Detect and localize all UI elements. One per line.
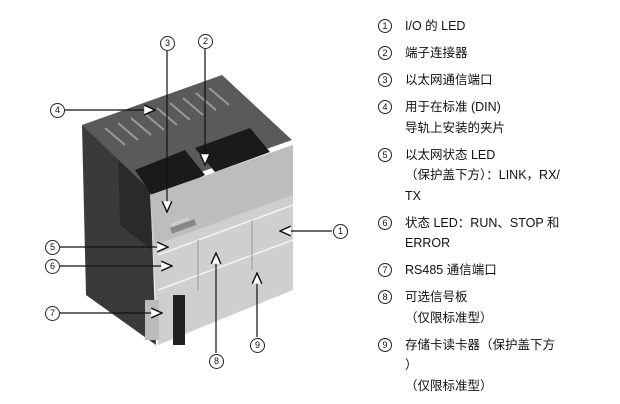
legend-number: 3 — [378, 73, 392, 87]
legend-text: 状态 LED：RUN、STOP 和 — [405, 215, 560, 230]
legend-text: 导轨上安装的夹片 — [405, 120, 506, 135]
plc-device-illustration: SIEMENS — [60, 49, 332, 353]
legend-item: 6 状态 LED：RUN、STOP 和 ERROR — [378, 213, 618, 254]
callout-2: 2 — [198, 34, 213, 49]
legend-text: 端子连接器 — [405, 46, 468, 60]
legend-item: 9 存储卡读卡器（保护盖下方 ） （仅限标准型） — [378, 335, 618, 397]
legend-item: 3 以太网通信端口 — [378, 70, 618, 91]
legend-item: 7 RS485 通信端口 — [378, 260, 618, 281]
legend-item: 2 端子连接器 — [378, 43, 618, 64]
legend-text: TX — [405, 188, 421, 203]
callout-9: 9 — [250, 338, 265, 353]
legend-item: 8 可选信号板 （仅限标准型） — [378, 287, 618, 328]
legend-number: 9 — [378, 337, 392, 352]
legend: 1 I/O 的 LED 2 端子连接器 3 以太网通信端口 4 用于在标准 (DIN) 导轨上安… — [378, 16, 618, 403]
legend-text: 存储卡读卡器（保护盖下方 — [405, 337, 556, 352]
callout-8: 8 — [209, 354, 224, 369]
callout-6: 6 — [45, 259, 60, 274]
callout-3: 3 — [160, 36, 175, 51]
terminal-connector — [135, 150, 205, 200]
legend-text: （仅限标准型） — [405, 378, 493, 393]
legend-number: 2 — [378, 46, 392, 60]
callout-7: 7 — [45, 306, 60, 321]
legend-number: 6 — [378, 215, 392, 230]
terminal-connector — [195, 128, 270, 172]
legend-text: I/O 的 LED — [405, 19, 466, 33]
legend-text: （保护盖下方）：LINK，RX/ — [405, 168, 560, 182]
legend-item: 1 I/O 的 LED — [378, 16, 618, 37]
legend-text: ） — [405, 358, 418, 372]
legend-text: RS485 通信端口 — [405, 263, 497, 277]
legend-text: （仅限标准型） — [405, 310, 493, 325]
brand-label: SIEMENS — [171, 216, 190, 227]
legend-number: 7 — [378, 263, 392, 277]
device-top — [82, 75, 292, 190]
legend-item: 5 以太网状态 LED （保护盖下方）：LINK，RX/TX — [378, 145, 618, 207]
legend-text: 以太网状态 LED — [405, 147, 496, 162]
legend-number: 4 — [378, 100, 392, 114]
callout-5: 5 — [45, 240, 60, 255]
legend-number: 5 — [378, 147, 392, 162]
legend-text: ERROR — [405, 236, 451, 250]
legend-number: 1 — [378, 19, 392, 33]
legend-item: 4 用于在标准 (DIN) 导轨上安装的夹片 — [378, 97, 618, 138]
callout-1: 1 — [333, 224, 348, 239]
legend-text: 用于在标准 (DIN) — [405, 100, 501, 114]
legend-text: 可选信号板 — [405, 290, 468, 304]
legend-number: 8 — [378, 290, 392, 304]
legend-text: 以太网通信端口 — [405, 73, 493, 87]
callout-4: 4 — [50, 103, 65, 118]
